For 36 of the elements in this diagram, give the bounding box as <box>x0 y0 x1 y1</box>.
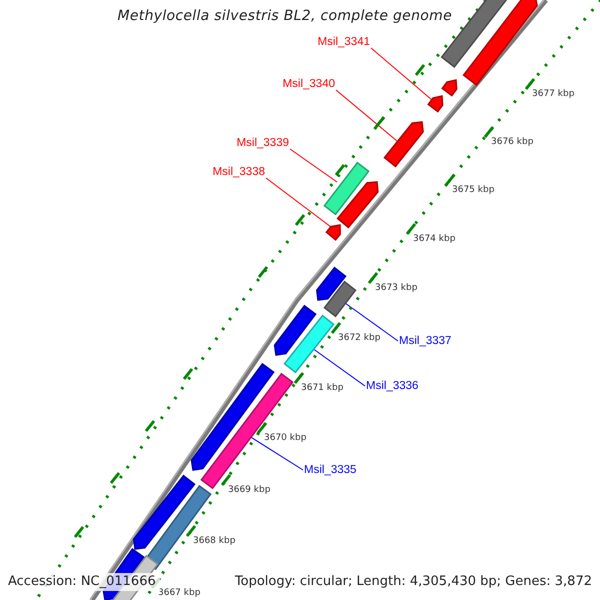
gene-bar <box>323 280 357 318</box>
gene-bar <box>323 162 370 216</box>
leader-line <box>266 178 332 228</box>
leader-line <box>370 48 432 100</box>
gene-block <box>383 121 424 168</box>
gene-block <box>462 0 538 86</box>
gene-block <box>336 181 379 229</box>
gene-label: Msil_3341 <box>318 35 370 49</box>
gene-label: Msil_3339 <box>236 136 289 150</box>
gene-block <box>274 304 317 356</box>
scale-label: 3676 kbp <box>491 136 534 148</box>
scale-label: 3669 kbp <box>228 484 270 496</box>
gene-block <box>427 95 444 113</box>
scale-label: 3674 kbp <box>413 233 456 245</box>
scale-label: 3672 kbp <box>338 332 380 344</box>
scale-label: 3671 kbp <box>301 382 344 394</box>
gene-label: Msil_3335 <box>304 463 356 477</box>
gene-label: Msil_3337 <box>399 334 452 348</box>
gene-label: Msil_3336 <box>366 379 418 393</box>
gene-label: Msil_3340 <box>282 77 335 91</box>
scale-label: 3668 kbp <box>193 535 236 547</box>
scale-label: 3673 kbp <box>375 282 418 294</box>
scale-label: 3667 kbp <box>158 587 200 599</box>
scale-label: 3670 kbp <box>264 432 306 444</box>
gene-block <box>441 79 458 97</box>
leader-line <box>336 90 398 142</box>
scale-label: 3675 kbp <box>452 184 494 196</box>
leader-line <box>290 148 338 182</box>
gene-block <box>325 224 341 241</box>
genome-title: Methylocella silvestris BL2, complete genome <box>117 8 452 24</box>
gene-label: Msil_3338 <box>212 165 265 179</box>
leader-line <box>344 302 398 342</box>
leader-line <box>312 348 366 386</box>
scale-label: 3677 kbp <box>532 88 574 100</box>
gene-bar <box>283 314 335 374</box>
gene-block <box>316 266 347 301</box>
